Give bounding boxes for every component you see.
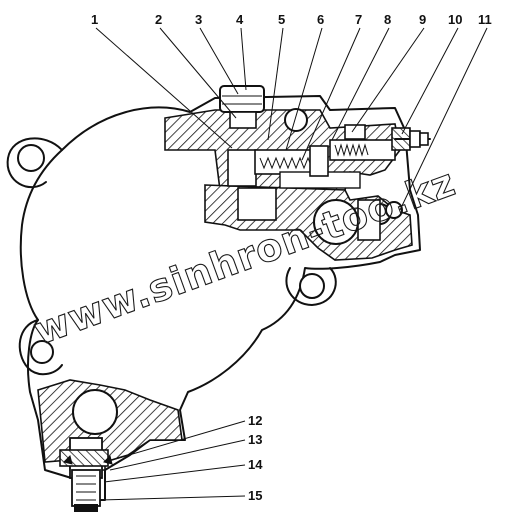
callout-4: 4 (236, 12, 244, 27)
lower-bore (72, 389, 118, 435)
lower-mount-hole (30, 340, 54, 364)
right-mount-hole (299, 273, 325, 299)
callout-13: 13 (248, 432, 262, 447)
callout-labels: 1 2 3 4 5 6 7 8 9 10 11 12 13 14 15 (91, 12, 492, 503)
callout-10: 10 (448, 12, 462, 27)
callout-14: 14 (248, 457, 263, 472)
callout-6: 6 (317, 12, 324, 27)
callout-3: 3 (195, 12, 202, 27)
callout-15: 15 (248, 488, 262, 503)
callout-9: 9 (419, 12, 426, 27)
lower-boss-section (37, 379, 183, 512)
housing-outline (6, 95, 421, 501)
left-mount-hole (17, 144, 45, 172)
callout-1: 1 (91, 12, 98, 27)
callout-11: 11 (478, 12, 492, 27)
leader-lines (95, 27, 488, 501)
callout-7: 7 (355, 12, 362, 27)
callout-2: 2 (155, 12, 162, 27)
callout-8: 8 (384, 12, 391, 27)
valve-block-section (164, 85, 431, 261)
callout-12: 12 (248, 413, 262, 428)
callout-5: 5 (278, 12, 285, 27)
